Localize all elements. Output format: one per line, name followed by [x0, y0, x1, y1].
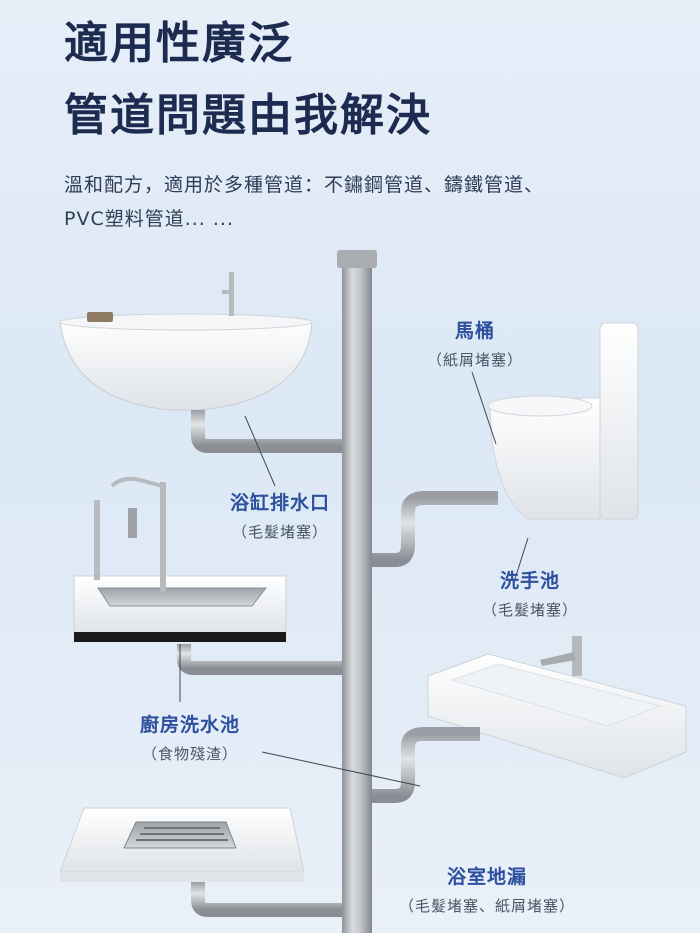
bathtub-drain-name: 浴缸排水口: [229, 492, 330, 514]
kitchen-sink-detail: （食物殘渣）: [141, 745, 238, 763]
label-washbasin: 洗手池 （毛髮堵塞）: [455, 566, 605, 620]
label-kitchen-sink: 廚房洗水池 （食物殘渣）: [105, 710, 275, 764]
washbasin-name: 洗手池: [499, 570, 560, 592]
page-subtitle: 溫和配方，適用於多種管道：不鏽鋼管道、鑄鐵管道、PVC塑料管道... ...: [64, 174, 545, 230]
page-title-line-1: 適用性廣泛: [64, 18, 294, 69]
kitchen-sink-image: [73, 476, 342, 675]
floor-drain-name: 浴室地漏: [446, 866, 527, 888]
main-drain-pipe: [337, 250, 377, 933]
floor-drain-image: [59, 807, 342, 917]
toilet-detail: （紙屑堵塞）: [426, 351, 523, 369]
label-bathtub-drain: 浴缸排水口 （毛髮堵塞）: [190, 488, 370, 542]
label-toilet: 馬桶 （紙屑堵塞）: [395, 316, 555, 370]
washbasin-image: [372, 636, 687, 803]
floor-drain-detail: （毛髮堵塞、紙屑堵塞）: [398, 897, 575, 915]
bathtub-image: [59, 272, 342, 453]
leader-lines: [179, 371, 529, 787]
bathtub-drain-detail: （毛髮堵塞）: [231, 523, 328, 541]
toilet-image: [372, 322, 639, 567]
label-floor-drain: 浴室地漏 （毛髮堵塞、紙屑堵塞）: [372, 862, 602, 916]
toilet-name: 馬桶: [454, 320, 495, 342]
washbasin-detail: （毛髮堵塞）: [481, 601, 578, 619]
kitchen-sink-name: 廚房洗水池: [139, 714, 240, 736]
page-title-line-2: 管道問題由我解決: [64, 90, 432, 141]
